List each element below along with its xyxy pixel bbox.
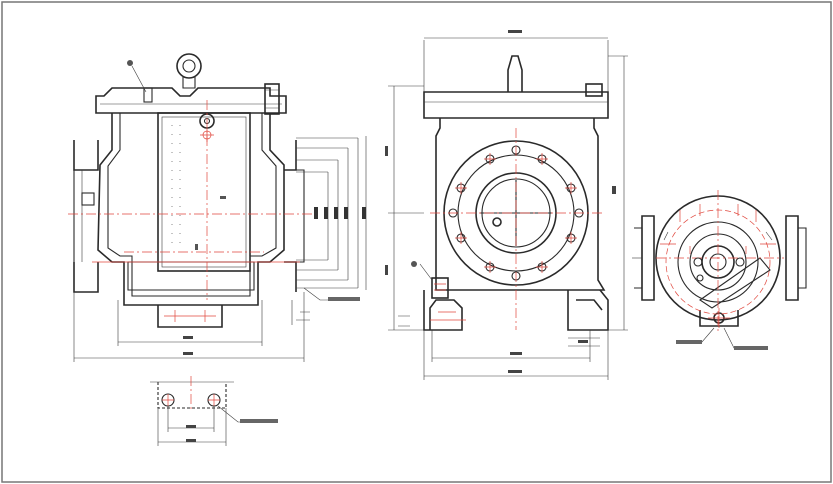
side-view [385, 30, 628, 380]
side-lifting-lug [507, 55, 523, 92]
side-body [435, 118, 606, 291]
strainer-basket [157, 112, 251, 272]
front-foot [157, 305, 223, 328]
callout-tag-end-2 [734, 346, 768, 350]
lifting-eye [176, 53, 202, 79]
side-top-cover [423, 91, 609, 119]
balloon-top [127, 60, 133, 66]
end-flange-right [785, 215, 799, 301]
cover-bolt-right [264, 83, 280, 115]
valve-body [97, 113, 285, 306]
end-flange-left [641, 215, 655, 301]
end-view [632, 190, 807, 350]
callout-tag-foot [240, 419, 278, 423]
callout-tag-1 [328, 297, 360, 301]
foot-detail-view [150, 376, 278, 446]
cover-bolt-left [143, 87, 153, 103]
drain-plug [81, 192, 95, 206]
side-foot-right [567, 289, 609, 331]
side-plug [431, 277, 449, 299]
right-flange [284, 140, 297, 292]
end-lever [699, 257, 771, 309]
top-cover [95, 87, 287, 114]
front-section-view [68, 53, 367, 362]
side-foot-left [423, 290, 463, 331]
left-flange [73, 140, 99, 171]
callout-tag-end-1 [676, 340, 702, 344]
